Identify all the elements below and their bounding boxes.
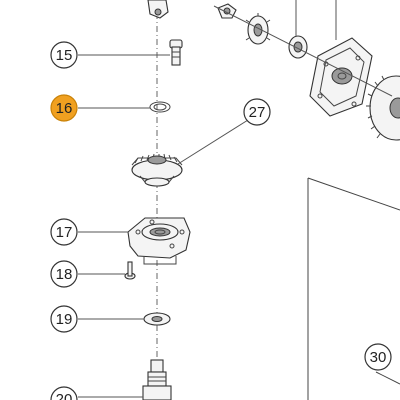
callout-18[interactable]: 18 (50, 260, 78, 288)
part-19-washer (143, 312, 171, 326)
svg-text:15: 15 (56, 47, 73, 64)
svg-text:17: 17 (56, 224, 73, 241)
part-16-snap-ring (149, 101, 171, 113)
svg-text:20: 20 (56, 391, 73, 400)
part-18-screw (124, 261, 136, 280)
svg-text:16: 16 (56, 100, 73, 117)
part-15-pin (169, 39, 183, 66)
callout-16[interactable]: 16 (50, 94, 78, 122)
leader-27 (177, 119, 249, 165)
part-right-large-gear (366, 75, 400, 141)
svg-text:18: 18 (56, 266, 73, 283)
part-right-bearing (288, 35, 308, 59)
part-17-bearing-plate (127, 217, 191, 265)
part-top-shaft (147, 0, 169, 19)
callout-27[interactable]: 27 (243, 98, 271, 126)
svg-text:19: 19 (56, 311, 73, 328)
callout-30[interactable]: 30 (364, 343, 392, 371)
callout-15[interactable]: 15 (50, 41, 78, 69)
housing-outline (307, 177, 400, 400)
callout-20[interactable]: 20 (50, 386, 78, 400)
right-assembly-axis (213, 5, 393, 97)
callout-17[interactable]: 17 (50, 218, 78, 246)
part-right-housing-plate (309, 37, 373, 117)
svg-text:30: 30 (370, 349, 387, 366)
part-20-shaft (142, 359, 172, 400)
part-27-bevel-gear (131, 153, 183, 187)
svg-text:27: 27 (249, 104, 266, 121)
callout-19[interactable]: 19 (50, 305, 78, 333)
